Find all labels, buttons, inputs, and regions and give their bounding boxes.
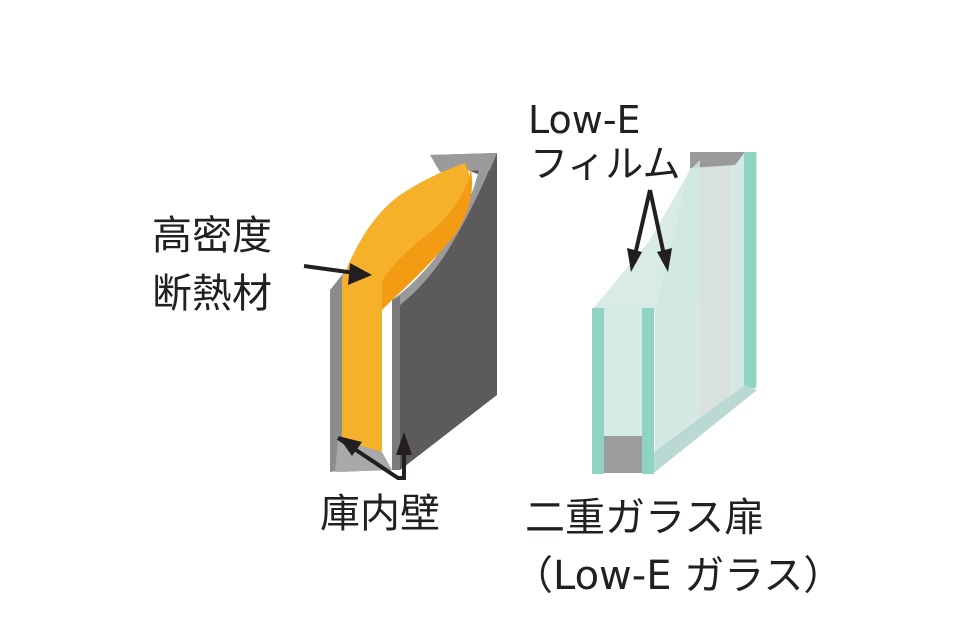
low-e-film-label-line1: Low-E [528, 98, 641, 142]
low-e-film-arrows [627, 189, 672, 272]
low-e-film-label-line2: フィルム [530, 142, 681, 186]
double-glass-door-label-line1: 二重ガラス扉 [525, 495, 765, 541]
inner-wall-arrows [336, 432, 412, 480]
double-glass-illustration [592, 152, 757, 474]
insulation-label-line2: 断熱材 [152, 271, 272, 317]
double-glass-door-label-line2: （Low-E ガラス） [513, 553, 844, 599]
insulation-arrow [303, 263, 372, 285]
inner-wall-label: 庫内壁 [320, 491, 440, 537]
insulated-wall-illustration [330, 153, 497, 472]
insulation-label-line1: 高密度 [152, 213, 272, 259]
